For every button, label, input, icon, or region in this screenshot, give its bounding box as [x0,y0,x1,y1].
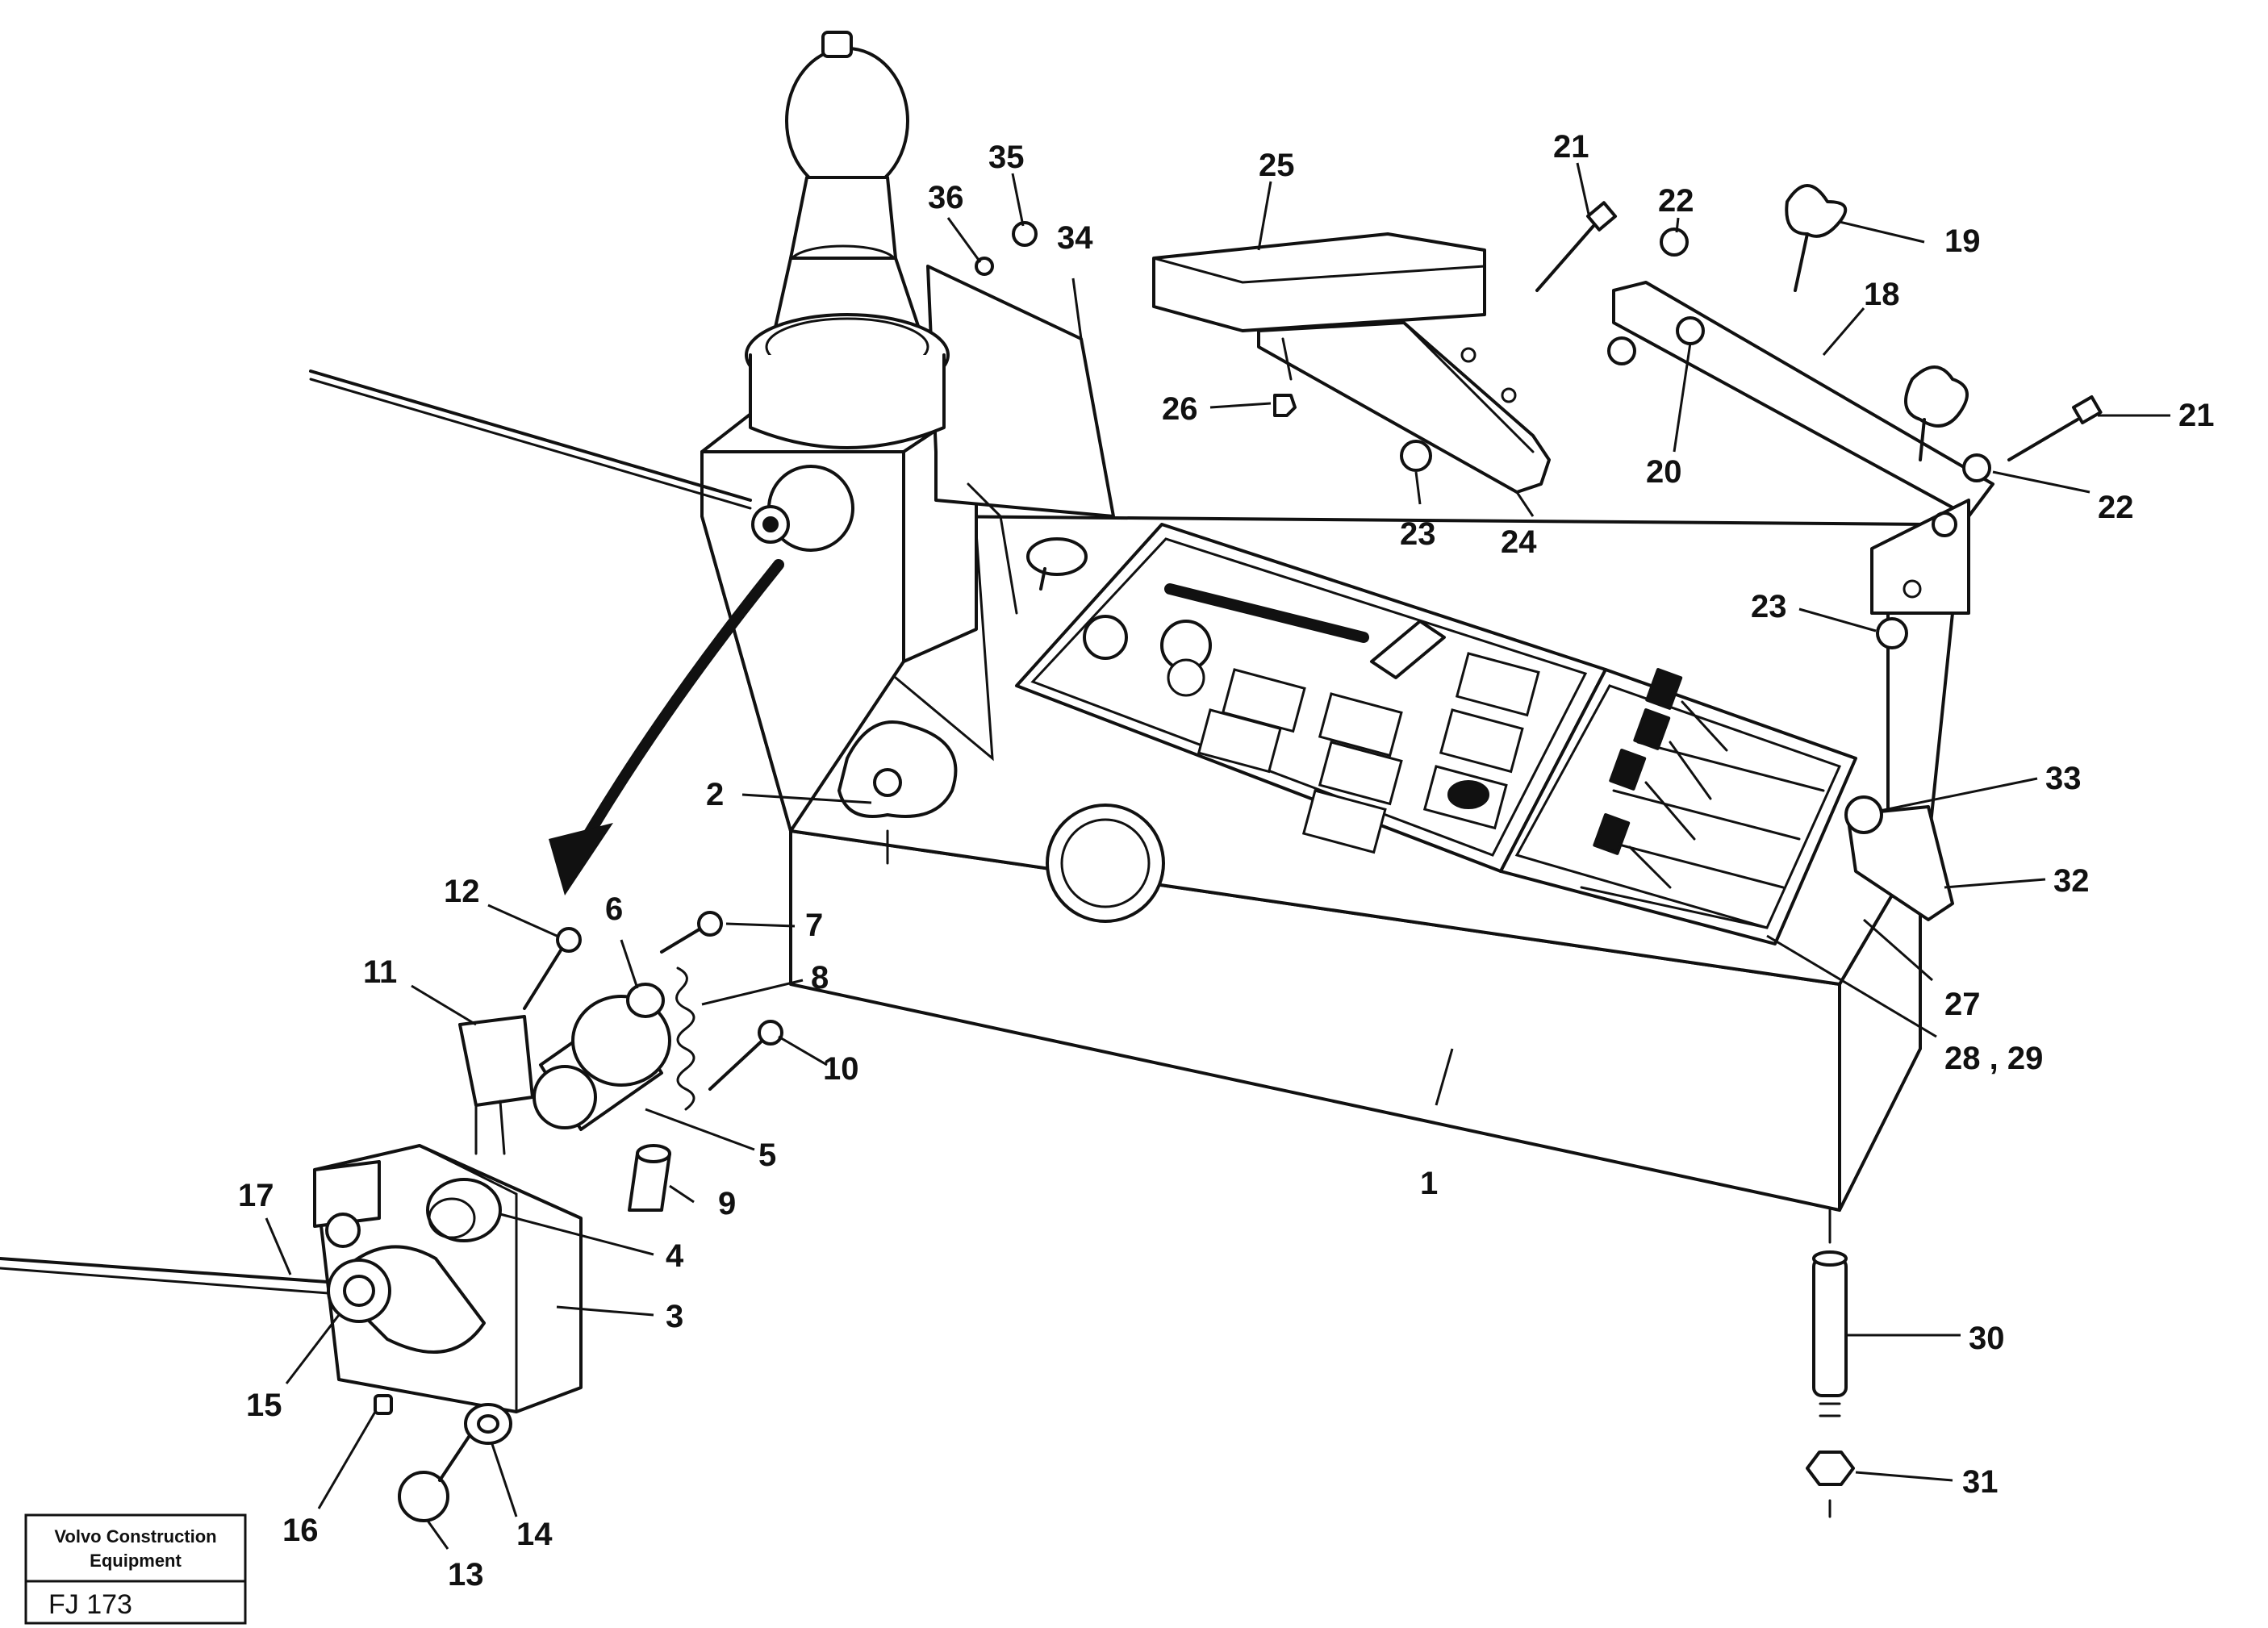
part-label-7: 7 [805,908,823,943]
leader-lines [265,162,2170,1550]
star-knob-icon [837,720,958,818]
part-label-15: 15 [246,1388,282,1423]
spacer-assembly [1806,1208,1855,1518]
part-label-2: 2 [706,777,724,812]
star-knob-icon [1785,184,1848,238]
panel-knob-icon [1083,615,1128,660]
part-label-34: 34 [1057,220,1093,256]
hex-nut-icon [1806,1451,1855,1486]
panel-switch-group [1197,652,1540,854]
part-label-17: 17 [238,1178,274,1213]
part-label-9: 9 [718,1186,736,1221]
stamp-subtitle: Equipment [90,1551,182,1571]
part-label-8: 8 [811,960,829,996]
part-label-19: 19 [1944,223,1981,259]
star-knob-icon [1904,365,1969,428]
part-label-11: 11 [363,954,397,990]
part-label-14: 14 [516,1517,553,1552]
part-label-22b: 22 [2098,490,2134,525]
part-label-21a: 21 [1553,129,1589,165]
part-label-23a: 23 [1400,516,1436,552]
callout-arrow-icon [549,559,784,895]
part-number-labels: 1 2 3 4 5 6 7 8 9 10 11 12 13 14 15 16 1… [238,129,2215,1593]
part-label-16: 16 [282,1513,319,1548]
part-label-12: 12 [444,874,480,909]
part-label-32: 32 [2053,863,2090,899]
part-label-28-29: 28 , 29 [1944,1041,2043,1076]
part-label-21b: 21 [2178,398,2215,433]
part-label-1: 1 [1420,1166,1438,1201]
part-label-13: 13 [448,1557,484,1593]
part-label-3: 3 [666,1299,683,1334]
part-label-36: 36 [928,180,964,215]
lever-knob-group [1593,668,1728,889]
stamp-code: FJ 173 [48,1589,132,1620]
part-label-18: 18 [1864,277,1900,312]
part-label-25: 25 [1259,148,1295,183]
part-label-27: 27 [1944,987,1981,1022]
part-label-33: 33 [2045,761,2082,796]
part-label-23b: 23 [1751,589,1787,624]
part-label-4: 4 [666,1238,684,1274]
joystick-assembly [309,31,950,552]
part-label-5: 5 [758,1138,776,1173]
part-label-6: 6 [605,891,623,927]
part-label-31: 31 [1962,1464,1999,1500]
small-hardware [975,201,2103,649]
upper-bracket-assembly [1607,184,1994,921]
part-label-22a: 22 [1658,183,1694,219]
part-label-24: 24 [1501,524,1537,560]
part-label-10: 10 [823,1051,859,1087]
part-label-26: 26 [1162,391,1198,427]
console-housing [700,265,1930,1212]
exploded-detail [0,911,783,1522]
part-label-35: 35 [988,140,1025,175]
stamp-company: Volvo Construction [54,1526,216,1547]
part-label-30: 30 [1969,1321,2005,1356]
part-label-20: 20 [1646,454,1682,490]
armrest-assembly [1152,232,1551,494]
title-stamp: Volvo Construction Equipment FJ 173 [24,1513,247,1625]
gauge-dial-icon [1046,804,1165,923]
